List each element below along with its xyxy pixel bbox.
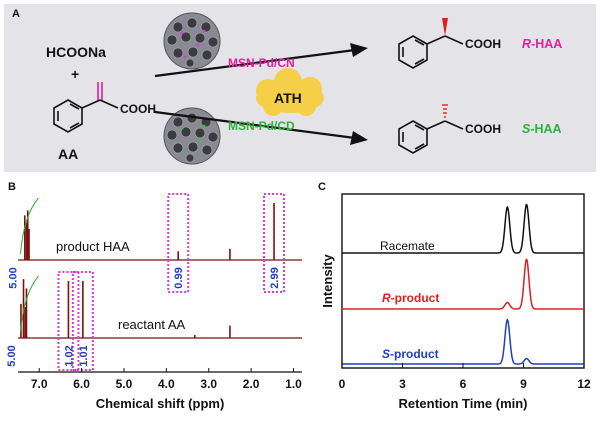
panel-b-letter: B: [8, 181, 16, 193]
plus-sign: +: [71, 66, 79, 82]
panel-a: A HCOONa + COOH AA: [4, 4, 596, 172]
reagent-formula: HCOONa: [46, 44, 106, 60]
reaction-arrow-icon: [154, 110, 368, 145]
product-r-label: R-HAA: [522, 37, 562, 51]
trace-label-racemate: Racemate: [380, 239, 435, 253]
cloud-icon: [256, 68, 324, 116]
integral-value: 1.01: [78, 345, 90, 366]
integral-highlight-box: [57, 271, 80, 371]
hplc-trace: [342, 258, 584, 310]
hplc-trace: [342, 318, 584, 365]
integral-value: 5.00: [7, 267, 19, 288]
integral-curve: [19, 275, 39, 333]
integral-highlight-box: [167, 193, 190, 293]
integral-highlight-box: [71, 271, 94, 371]
hplc-tick-label: 3: [399, 377, 406, 391]
nmr-tick-label: 1.0: [285, 377, 302, 391]
integral-highlight-box: [263, 193, 286, 293]
catalyst-r-label: MSN-Pd/CN: [228, 56, 295, 70]
wedge-bond-icon: [442, 18, 448, 36]
trace-label-r-product: R-product: [382, 291, 439, 305]
product-r-carboxyl-group: COOH: [465, 37, 501, 51]
nmr-tick-label: 6.0: [73, 377, 90, 391]
nmr-spectra: [18, 197, 302, 339]
hplc-x-axis-title: Retention Time (min): [398, 396, 527, 411]
panel-c-letter: C: [318, 181, 326, 193]
nmr-x-axis-title: Chemical shift (ppm): [96, 396, 225, 411]
hplc-x-axis: 0 3 6 9 12: [339, 363, 591, 391]
hplc-traces: [342, 203, 584, 365]
trace-label-s-product: S-product: [382, 347, 439, 361]
panel-c: C 0 3 6 9 12 Racemate R-product S-product In…: [318, 181, 591, 411]
process-label: ATH: [274, 90, 302, 106]
substrate-abbreviation: AA: [58, 146, 78, 162]
hashed-bond-icon: [442, 104, 448, 118]
hplc-tick-label: 0: [339, 377, 346, 391]
hplc-tick-label: 12: [577, 377, 591, 391]
hplc-trace: [342, 203, 584, 254]
integral-value: 0.99: [173, 267, 185, 288]
integral-value: 2.99: [269, 267, 281, 288]
substrate-carboxyl-group: COOH: [120, 102, 156, 116]
integral-highlight-boxes: [57, 193, 286, 371]
hplc-tick-label: 9: [520, 377, 527, 391]
nmr-tick-label: 5.0: [116, 377, 133, 391]
product-s-carboxyl-group: COOH: [465, 122, 501, 136]
mesoporous-silica-sphere-icon: [163, 12, 221, 70]
product-s-structure: [398, 104, 464, 154]
reaction-arrow-icon: [154, 43, 368, 78]
product-s-label: S-HAA: [522, 122, 562, 136]
hplc-tick-label: 6: [460, 377, 467, 391]
spectrum-label-reactant: reactant AA: [118, 317, 186, 332]
integral-curve: [19, 197, 39, 255]
integral-value: 1.02: [63, 345, 75, 366]
catalyst-s-label: MSN-Pd/CD: [228, 119, 295, 133]
hplc-plot-frame: [341, 193, 585, 369]
panel-a-letter: A: [12, 8, 20, 20]
integral-value: 5.00: [6, 345, 18, 366]
hplc-y-axis-title: Intensity: [320, 254, 335, 308]
nmr-x-axis: 7.0 6.0 5.0 4.0 3.0 2.0 1.0: [18, 368, 302, 391]
spectrum-label-product: product HAA: [56, 239, 130, 254]
nmr-tick-label: 7.0: [31, 377, 48, 391]
nmr-tick-label: 2.0: [243, 377, 260, 391]
product-r-structure: [398, 18, 464, 69]
nmr-tick-label: 3.0: [200, 377, 217, 391]
nmr-tick-label: 4.0: [158, 377, 175, 391]
substrate-structure: [53, 82, 119, 133]
mesoporous-silica-sphere-icon: [163, 107, 221, 165]
